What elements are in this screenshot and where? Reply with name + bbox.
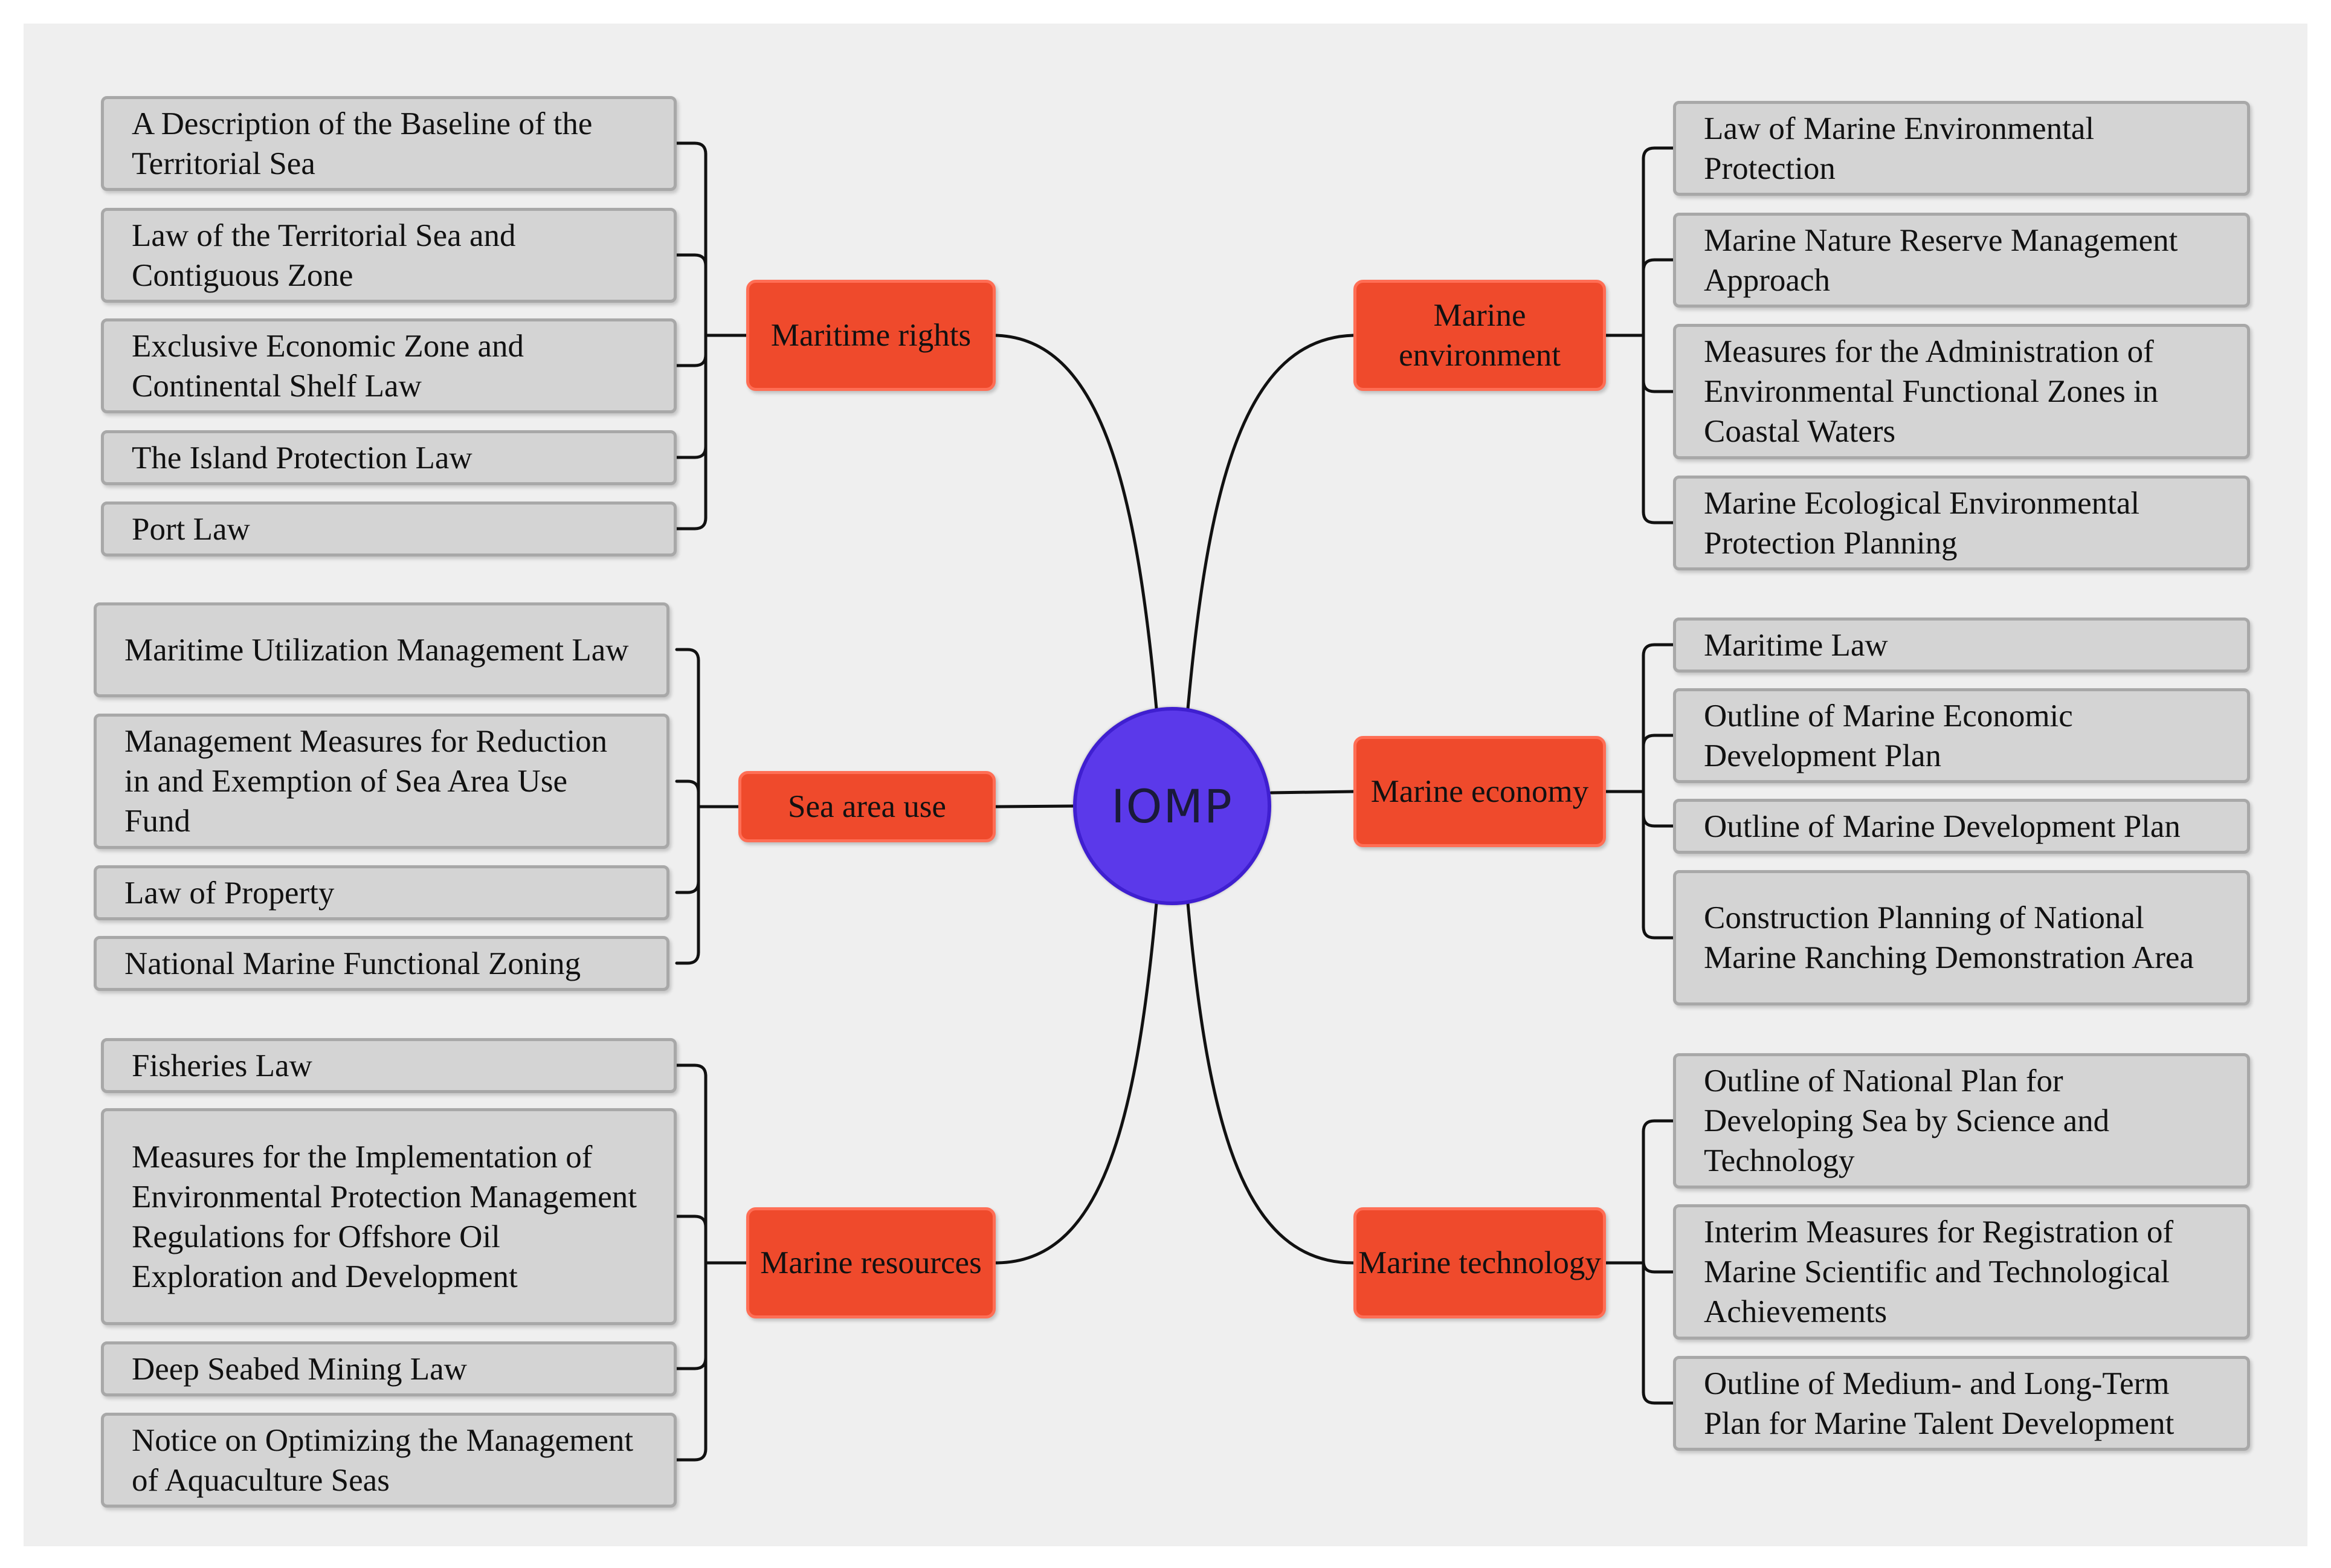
bracket-sea-area-use-branch-0 xyxy=(675,648,700,662)
law-item: The Island Protection Law xyxy=(101,430,677,485)
law-item: National Marine Functional Zoning xyxy=(94,936,669,991)
category-marine-technology: Marine technology xyxy=(1353,1207,1606,1318)
law-item: Measures for the Administration of Envir… xyxy=(1673,324,2250,459)
law-item: Maritime Law xyxy=(1673,618,2250,673)
law-item: Outline of Marine Economic Development P… xyxy=(1673,688,2250,783)
law-item: A Description of the Baseline of the Ter… xyxy=(101,96,677,191)
bracket-marine-resources-branch-1 xyxy=(675,1215,708,1229)
connector-center-marine-economy xyxy=(1269,790,1355,795)
bracket-sea-area-use-branch-2 xyxy=(675,880,700,894)
bracket-marine-economy-branch-0 xyxy=(1642,643,1675,657)
law-item: Outline of Marine Development Plan xyxy=(1673,799,2250,854)
bracket-marine-technology-branch-2 xyxy=(1642,1390,1675,1405)
connector-center-marine-environment xyxy=(1186,334,1355,711)
bracket-marine-environment-branch-3 xyxy=(1642,510,1675,524)
law-item: Interim Measures for Registration of Mar… xyxy=(1673,1204,2250,1340)
bracket-marine-economy-branch-3 xyxy=(1642,925,1675,940)
center-node-iomp: IOMP xyxy=(1073,707,1271,905)
bracket-marine-economy-branch-2 xyxy=(1642,813,1675,828)
law-item: Outline of National Plan for Developing … xyxy=(1673,1053,2250,1189)
bracket-marine-environment-branch-2 xyxy=(1642,379,1675,393)
bracket-maritime-rights-branch-3 xyxy=(675,445,708,459)
law-item: Exclusive Economic Zone and Continental … xyxy=(101,318,677,413)
law-item: Port Law xyxy=(101,502,677,557)
bracket-maritime-rights-branch-2 xyxy=(675,353,708,367)
bracket-marine-resources-branch-2 xyxy=(675,1356,708,1370)
law-item: Law of Marine Environmental Protection xyxy=(1673,101,2250,196)
category-marine-economy: Marine economy xyxy=(1353,736,1606,847)
bracket-marine-environment-branch-0 xyxy=(1642,146,1675,161)
law-item: Outline of Medium- and Long-Term Plan fo… xyxy=(1673,1356,2250,1451)
connector-center-sea-area-use xyxy=(994,804,1075,808)
bracket-sea-area-use-branch-1 xyxy=(675,779,700,794)
law-item: Deep Seabed Mining Law xyxy=(101,1341,677,1396)
connector-center-marine-technology xyxy=(1186,902,1355,1265)
bracket-marine-technology-branch-0 xyxy=(1642,1119,1675,1134)
bracket-maritime-rights-branch-0 xyxy=(675,141,708,156)
law-item: Marine Nature Reserve Management Approac… xyxy=(1673,213,2250,308)
law-item: Measures for the Implementation of Envir… xyxy=(101,1108,677,1325)
law-item: Marine Ecological Environmental Protecti… xyxy=(1673,476,2250,570)
law-item: Fisheries Law xyxy=(101,1038,677,1093)
category-maritime-rights: Maritime rights xyxy=(746,280,996,391)
law-item: Law of Property xyxy=(94,865,669,920)
connector-center-maritime-rights xyxy=(994,334,1158,711)
category-marine-environment: Marine environment xyxy=(1353,280,1606,391)
law-item: Notice on Optimizing the Management of A… xyxy=(101,1413,677,1508)
law-item: Law of the Territorial Sea and Contiguou… xyxy=(101,208,677,303)
bracket-maritime-rights-branch-1 xyxy=(675,253,708,268)
law-item: Construction Planning of National Marine… xyxy=(1673,870,2250,1005)
bracket-marine-environment-branch-1 xyxy=(1642,258,1675,273)
connector-center-marine-resources xyxy=(994,902,1158,1265)
law-item: Maritime Utilization Management Law xyxy=(94,602,669,697)
law-item: Management Measures for Reduction in and… xyxy=(94,714,669,849)
category-sea-area-use: Sea area use xyxy=(738,771,996,842)
bracket-maritime-rights-branch-4 xyxy=(675,516,708,531)
bracket-marine-resources-branch-3 xyxy=(675,1447,708,1462)
category-marine-resources: Marine resources xyxy=(746,1207,996,1318)
bracket-sea-area-use-branch-3 xyxy=(675,950,700,965)
bracket-marine-economy-branch-1 xyxy=(1642,734,1675,748)
bracket-marine-resources-branch-0 xyxy=(675,1063,708,1078)
bracket-marine-technology-branch-1 xyxy=(1642,1259,1675,1274)
